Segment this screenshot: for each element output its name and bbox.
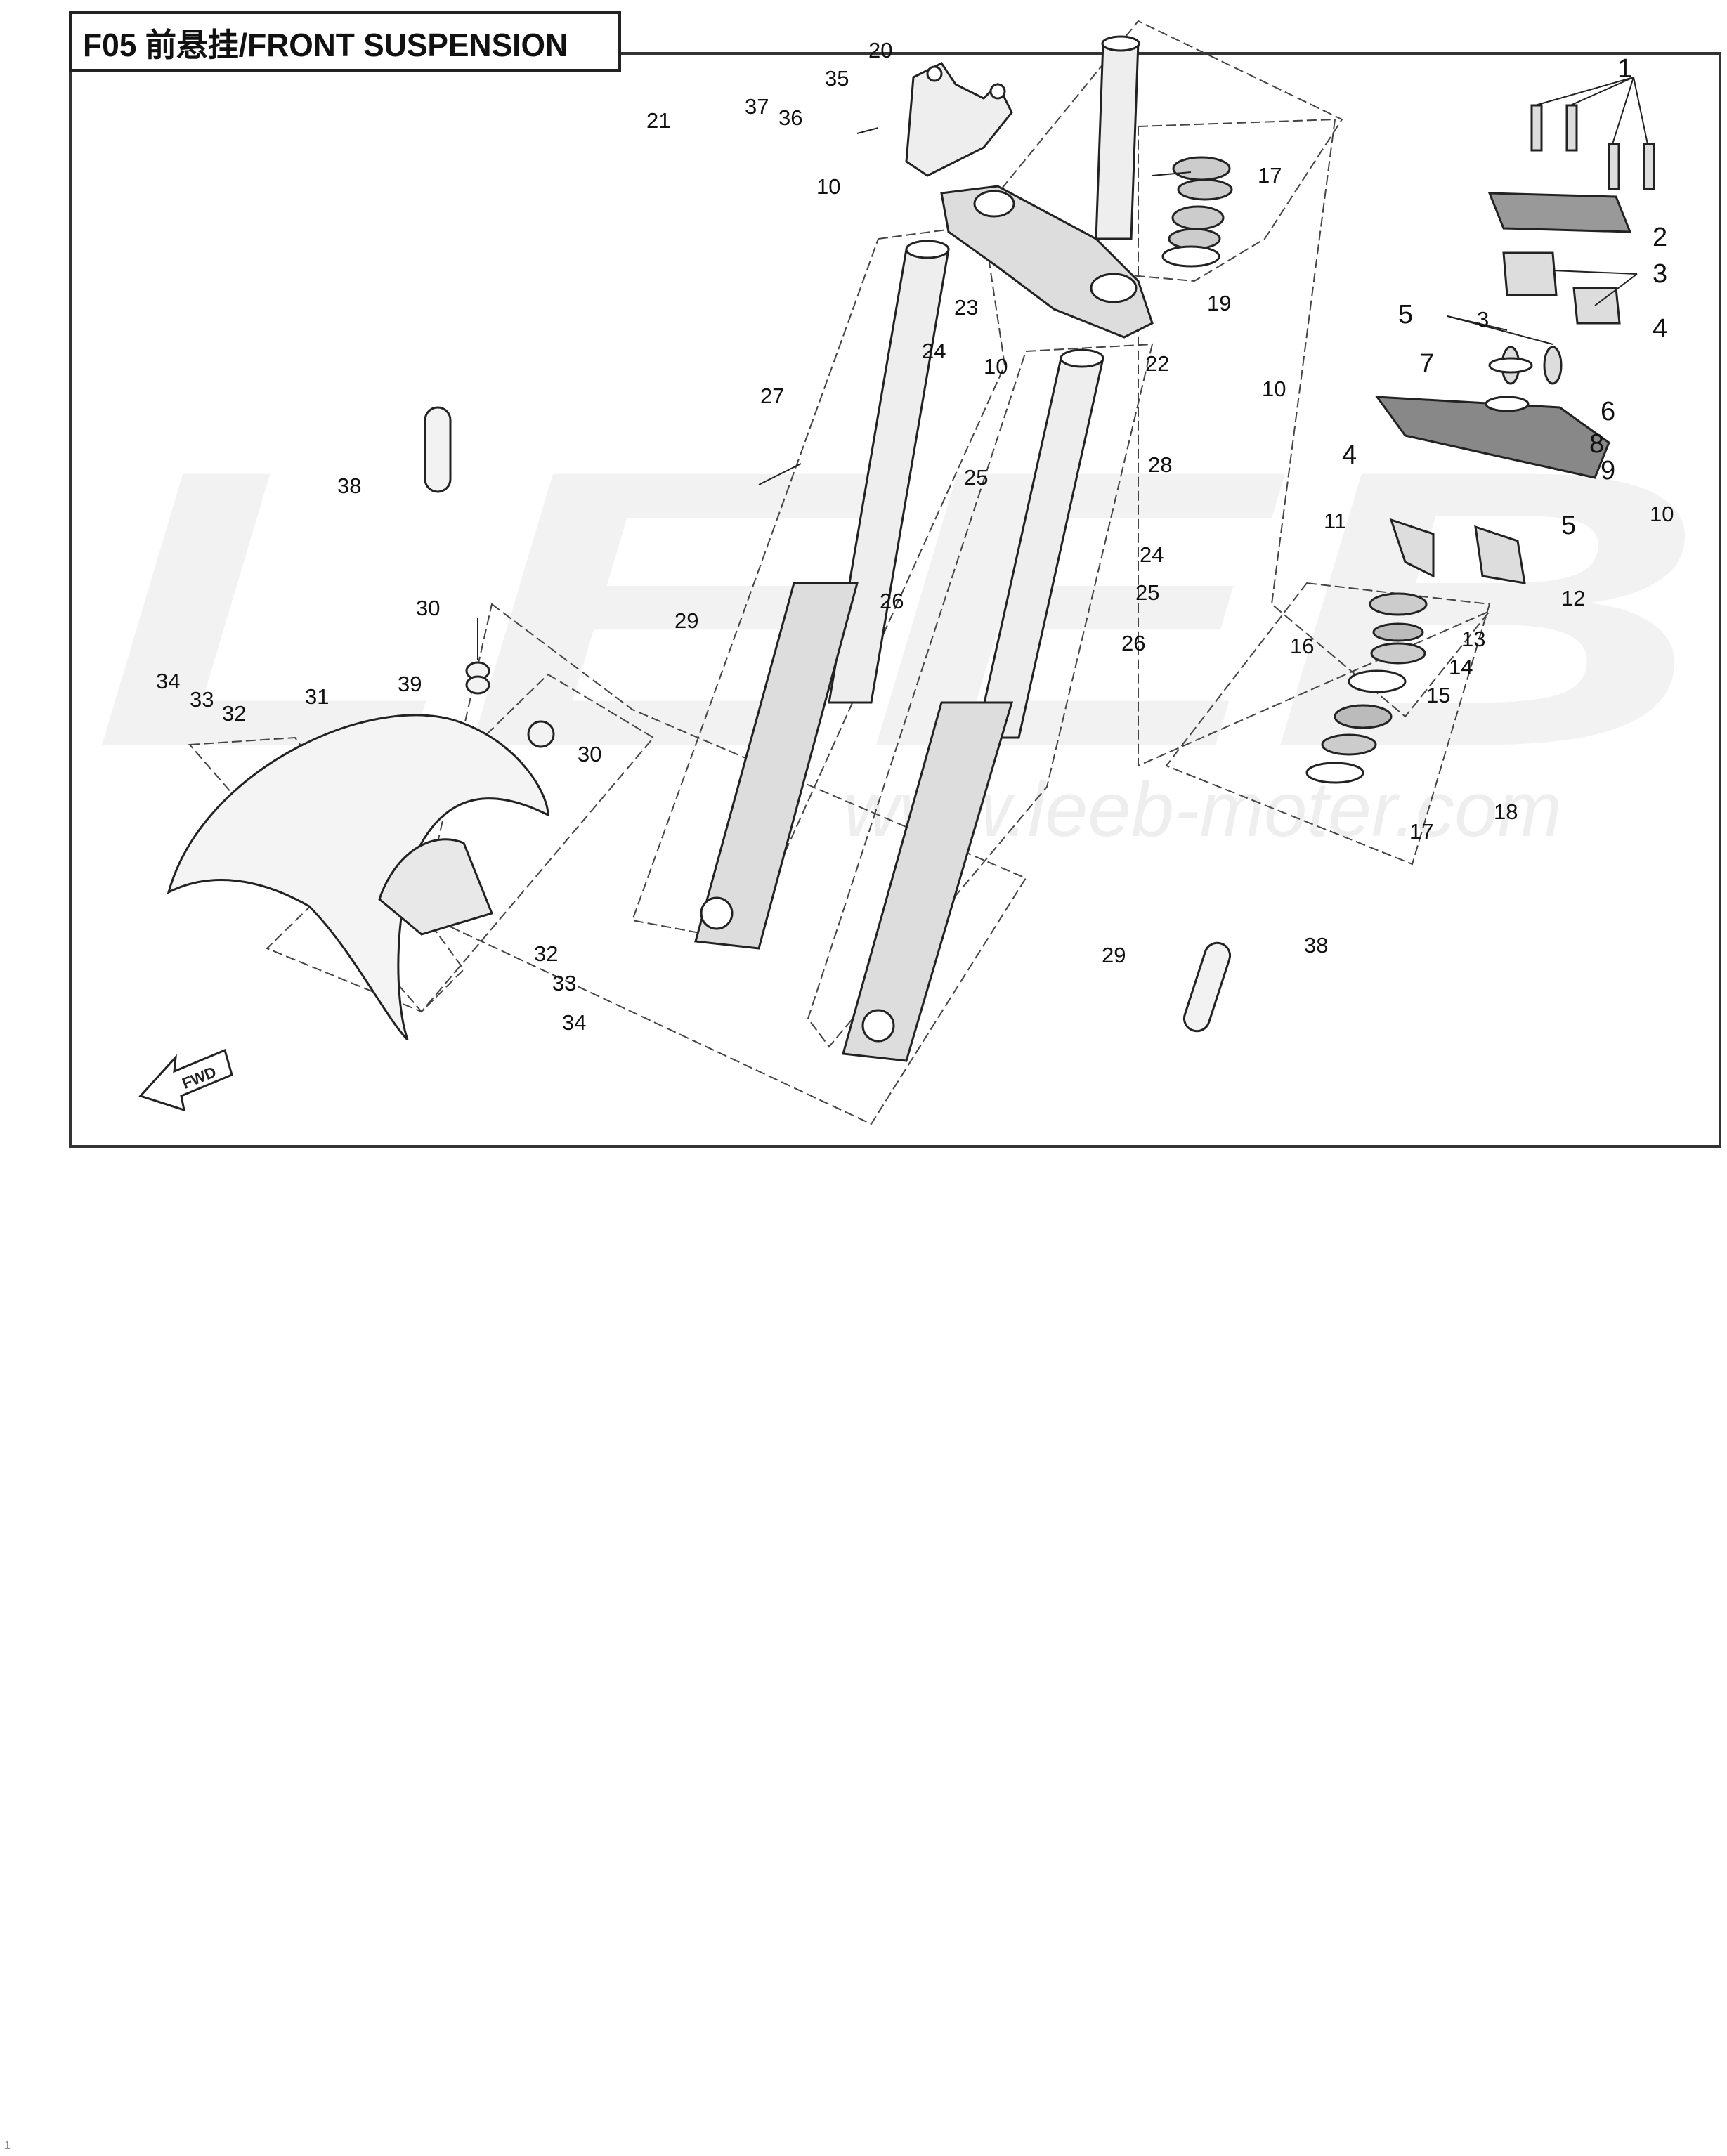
callout-1: 1 xyxy=(1617,54,1632,84)
callout-5: 5 xyxy=(1398,300,1413,329)
callout-5: 5 xyxy=(1561,511,1576,540)
callout-25: 25 xyxy=(964,465,988,490)
callout-37: 37 xyxy=(745,94,769,119)
callout-9: 9 xyxy=(1601,456,1615,485)
callout-20: 20 xyxy=(868,38,892,63)
callout-13: 13 xyxy=(1461,627,1485,651)
callout-16: 16 xyxy=(1290,634,1314,658)
callout-35: 35 xyxy=(825,66,849,91)
callout-21: 21 xyxy=(646,108,670,133)
callout-32: 32 xyxy=(534,941,558,966)
callout-23: 23 xyxy=(954,295,978,320)
bearing-stack-top xyxy=(1161,156,1233,268)
callout-10: 10 xyxy=(1262,377,1286,401)
steering-stem xyxy=(1095,35,1140,240)
callout-22: 22 xyxy=(1145,351,1169,376)
callout-25: 25 xyxy=(1135,580,1159,605)
fork-tube-right xyxy=(842,348,1104,1062)
callout-26: 26 xyxy=(880,589,904,613)
callout-33: 33 xyxy=(190,687,214,712)
callout-29: 29 xyxy=(674,608,698,633)
callout-2: 2 xyxy=(1653,223,1667,252)
callout-19: 19 xyxy=(1207,291,1231,315)
diagram-frame xyxy=(69,52,1721,1148)
callout-11: 11 xyxy=(1324,509,1346,533)
callout-3: 3 xyxy=(1477,307,1489,332)
fork-tube-left xyxy=(694,240,950,950)
callout-8: 8 xyxy=(1589,429,1604,459)
callout-26: 26 xyxy=(1121,631,1145,655)
callout-33: 33 xyxy=(552,971,576,995)
callout-34: 34 xyxy=(156,669,180,693)
callout-38: 38 xyxy=(1304,933,1328,958)
callout-12: 12 xyxy=(1561,586,1585,610)
callout-10: 10 xyxy=(1650,502,1674,526)
callout-30: 30 xyxy=(416,596,440,620)
rubber-rings xyxy=(424,406,1232,1033)
callout-10: 10 xyxy=(816,174,840,199)
upper-fork-bridge xyxy=(940,185,1154,339)
callout-7: 7 xyxy=(1419,349,1434,379)
callout-15: 15 xyxy=(1426,683,1450,707)
callout-3: 3 xyxy=(1653,259,1667,289)
callout-14: 14 xyxy=(1449,655,1473,679)
callout-4: 4 xyxy=(1653,314,1667,344)
callout-36: 36 xyxy=(778,105,802,130)
callout-28: 28 xyxy=(1148,452,1172,477)
diagram-title: F05 前悬挂/FRONT SUSPENSION xyxy=(83,27,568,63)
page-number: 1 xyxy=(4,2140,11,2152)
callout-38: 38 xyxy=(337,473,361,498)
handlebar-clamp xyxy=(905,62,1013,177)
callout-17: 17 xyxy=(1409,819,1433,844)
callout-18: 18 xyxy=(1494,799,1518,824)
callout-34: 34 xyxy=(562,1010,586,1035)
callout-17: 17 xyxy=(1258,163,1282,188)
front-fender xyxy=(167,714,549,1041)
callout-29: 29 xyxy=(1102,943,1126,967)
callout-6: 6 xyxy=(1601,397,1615,426)
callout-10: 10 xyxy=(984,354,1008,379)
callout-4: 4 xyxy=(1342,440,1357,470)
leader-lines xyxy=(477,77,1648,660)
callout-labels: 1 2 3 3 4 4 5 5 6 7 8 9 10 10 10 10 11 1… xyxy=(156,38,1674,1035)
callout-31: 31 xyxy=(305,684,329,709)
callout-39: 39 xyxy=(398,672,422,696)
right-stem-assembly xyxy=(1305,104,1655,784)
callout-24: 24 xyxy=(1140,542,1164,567)
title-box: F05 前悬挂/FRONT SUSPENSION xyxy=(69,11,621,72)
callout-27: 27 xyxy=(760,384,784,408)
callout-24: 24 xyxy=(922,339,946,363)
callout-32: 32 xyxy=(222,701,246,726)
callout-30: 30 xyxy=(578,742,601,766)
direction-marker: FWD xyxy=(138,1048,233,1112)
